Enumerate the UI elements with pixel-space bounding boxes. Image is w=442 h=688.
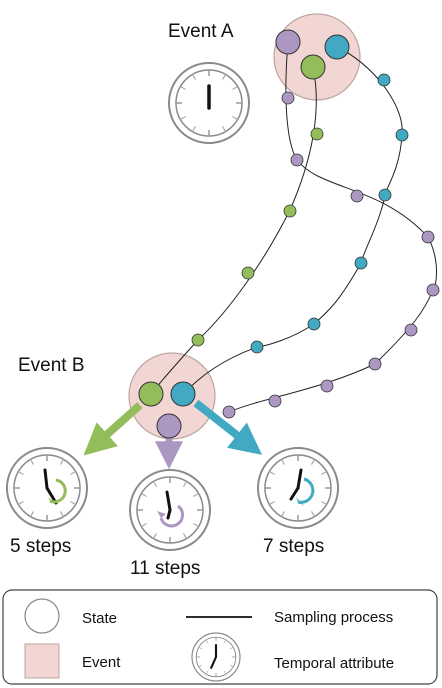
legend-temporal-label: Temporal attribute <box>274 655 394 672</box>
event-a-state-green <box>300 54 326 80</box>
arrow-blue <box>193 399 263 455</box>
legend-sampling-label: Sampling process <box>274 609 393 626</box>
event-square-icon <box>24 643 60 679</box>
event-b-state-purple <box>156 413 182 439</box>
legend-event-label: Event <box>82 654 121 671</box>
state-dot-blue-5 <box>307 317 321 331</box>
arrow-green <box>83 402 143 456</box>
state-circle-icon <box>24 598 60 634</box>
state-dot-purple-4 <box>421 230 435 244</box>
outcome-label-purple: 11 steps <box>130 558 200 579</box>
state-dot-green-1 <box>310 127 324 141</box>
outcome-label-blue: 7 steps <box>263 536 324 557</box>
legend-state-label: State <box>82 610 117 627</box>
state-dot-purple-3 <box>350 189 364 203</box>
clock-icon <box>191 632 241 682</box>
outcome-label-green: 5 steps <box>10 536 71 557</box>
state-dot-purple-2 <box>290 153 304 167</box>
state-dot-purple-7 <box>368 357 382 371</box>
state-dot-purple-8 <box>320 379 334 393</box>
state-dot-purple-1 <box>281 91 295 105</box>
legend: State Event Sampling process Temporal at… <box>2 589 438 685</box>
state-dot-purple-5 <box>426 283 440 297</box>
event-a-state-blue <box>324 34 350 60</box>
clock-icon <box>168 62 250 144</box>
state-dot-green-2 <box>283 204 297 218</box>
state-dot-purple-6 <box>404 323 418 337</box>
clock-icon <box>129 469 211 551</box>
state-dot-purple-9 <box>268 394 282 408</box>
state-dot-blue-1 <box>377 73 391 87</box>
state-dot-green-3 <box>241 266 255 280</box>
sampling-path-purple <box>228 41 437 413</box>
event-a-state-purple <box>275 29 301 55</box>
event-b-state-blue <box>170 381 196 407</box>
event-b-label: Event B <box>18 355 85 376</box>
state-dot-blue-2 <box>395 128 409 142</box>
state-dot-purple-10 <box>222 405 236 419</box>
state-dot-blue-3 <box>378 188 392 202</box>
event-b-state-green <box>138 381 164 407</box>
state-dot-green-4 <box>191 333 205 347</box>
clock-icon <box>257 447 339 529</box>
state-dot-blue-4 <box>354 256 368 270</box>
state-dot-blue-6 <box>250 340 264 354</box>
clock-icon <box>6 447 88 529</box>
event-a-label: Event A <box>168 21 234 42</box>
